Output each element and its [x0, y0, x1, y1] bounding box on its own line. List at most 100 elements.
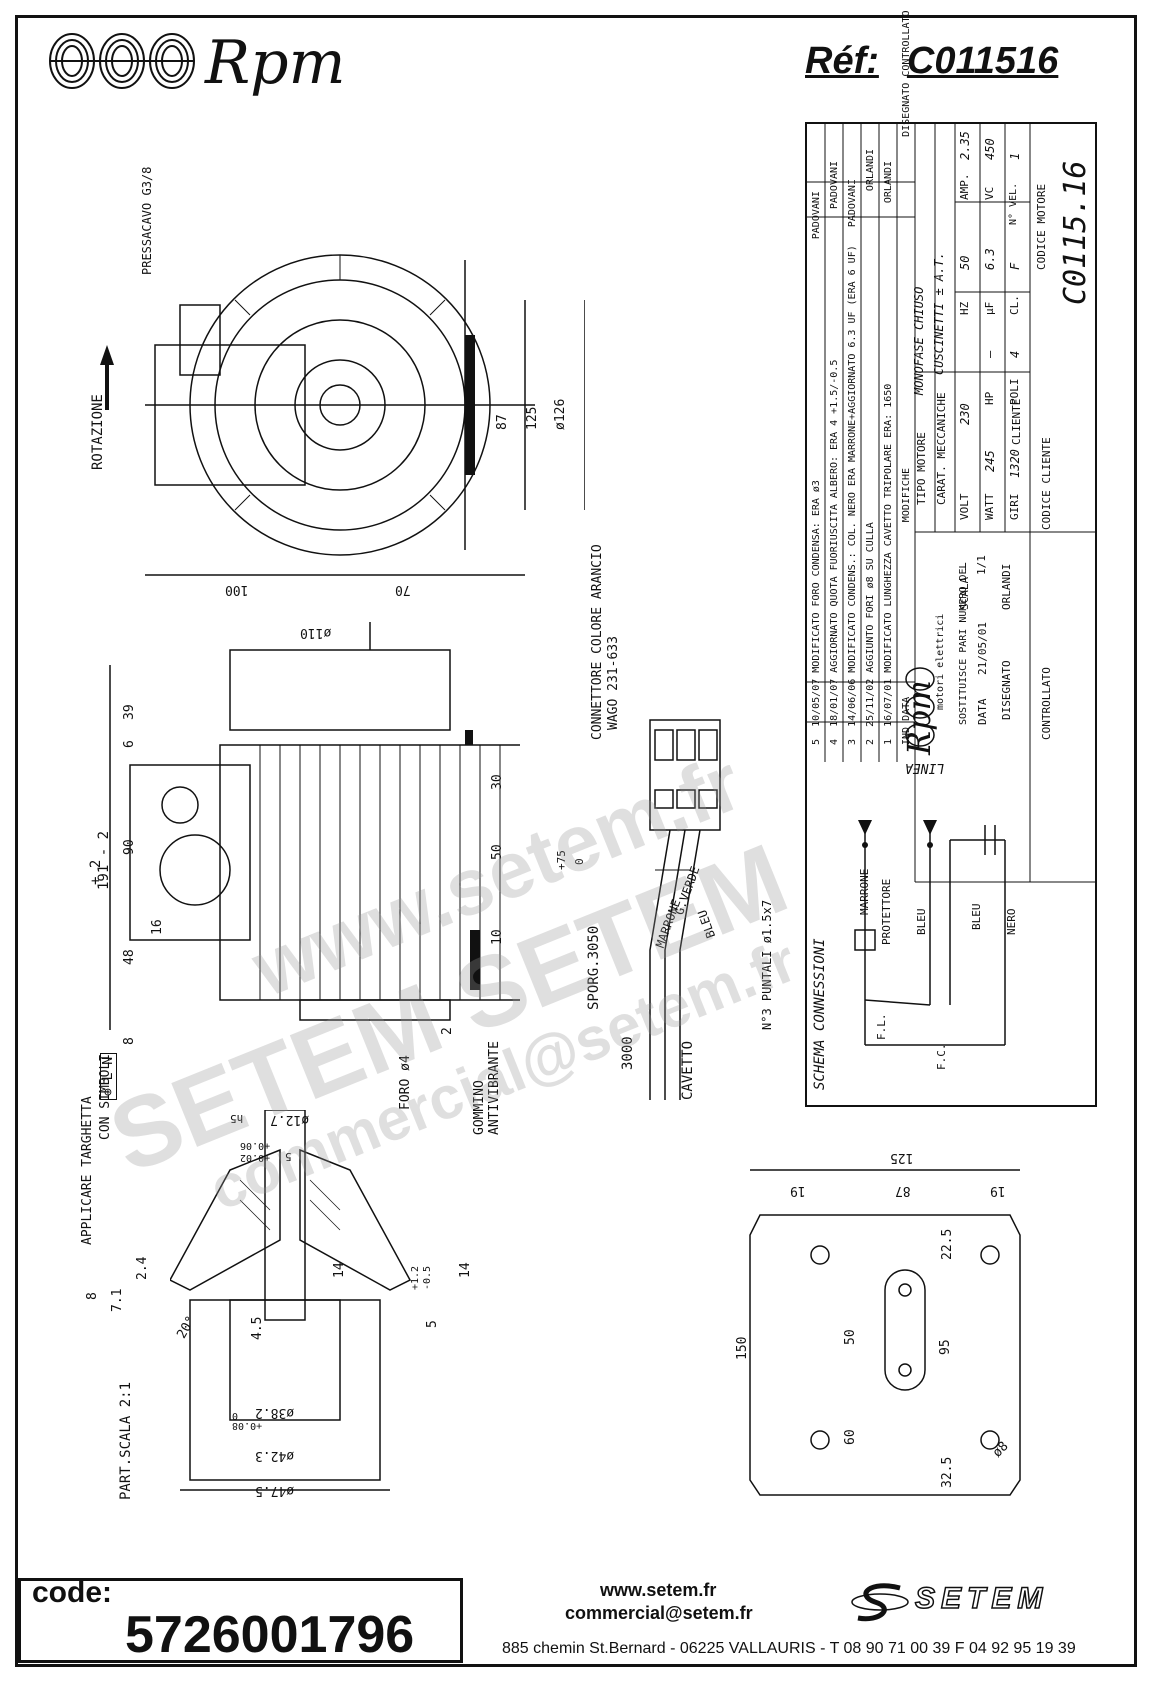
- motor-type-label: TIPO MOTORE: [915, 432, 928, 505]
- dim-8: 8: [122, 1037, 137, 1045]
- dim-4-5: 4.5: [250, 1316, 265, 1340]
- side-view-drawing: [109, 622, 520, 1030]
- rev-row: 5 10/05/07 MODIFICATO FORO CONDENSA: ERA…: [811, 191, 822, 745]
- vc-value: 450: [983, 138, 997, 160]
- ref-value: C011516: [906, 40, 1059, 82]
- rev-row: 2 25/11/02 AGGIUNTO FORI ø8 SU CULLA ORL…: [865, 148, 876, 745]
- cradle-dim-95: 95: [938, 1339, 953, 1355]
- cable-label: CAVETTO: [680, 1040, 696, 1100]
- speeds-value: 1: [1008, 152, 1022, 160]
- dim-42-3: ø42.3: [255, 1448, 295, 1463]
- dim-47-5: ø47.5: [255, 1483, 295, 1498]
- rev-row: 3 14/06/06 MODIFICATO CONDENS.: COL. NER…: [847, 179, 858, 745]
- scale-label: SCALA: [958, 576, 971, 610]
- detail-scale-label: PART.SCALA 2:1: [118, 1381, 134, 1500]
- class-label: CL.: [1008, 295, 1021, 315]
- tol-f: 0: [232, 1410, 239, 1421]
- cradle-dim-60: 60: [843, 1429, 858, 1445]
- tol-c: +1.2: [410, 1265, 421, 1290]
- dim-16: 16: [150, 919, 165, 935]
- code-box: [18, 1578, 463, 1663]
- cradle-dim-150: 150: [735, 1336, 750, 1360]
- overall-length: 191 - 2: [96, 830, 112, 890]
- vc-label: VC: [983, 186, 996, 200]
- dim-126: ø126: [553, 398, 568, 430]
- hz-value: 50: [958, 255, 972, 270]
- motor-code-value: C0115.16: [1058, 160, 1093, 306]
- drawn-by-value: ORLANDI: [1000, 563, 1013, 610]
- schema-blue-label-1: BLEU: [915, 908, 928, 936]
- checked-label: CONTROLLATO: [1040, 667, 1053, 740]
- dim-70: 70: [395, 582, 411, 597]
- volt-label: VOLT: [958, 493, 971, 521]
- code-value: 5726001796: [125, 1606, 415, 1664]
- fl-label: F.L.: [875, 1013, 888, 1041]
- cable-gland-label: PRESSACAVO G3/8: [140, 166, 154, 275]
- date-label: DATA: [976, 698, 989, 726]
- amp-value: 2.35: [958, 131, 972, 160]
- amp-label: AMP.: [958, 173, 971, 201]
- date-value: 21/05/01: [976, 622, 989, 675]
- cradle-dim-125: 125: [890, 1150, 914, 1165]
- footer-email[interactable]: commercial@setem.fr: [565, 1603, 753, 1623]
- title-block-grid: [805, 122, 1097, 883]
- title-block: [805, 122, 1097, 1107]
- reference: Réf:C011516: [805, 40, 1058, 83]
- mech-label: CARAT. MECCANICHE: [935, 392, 948, 505]
- rpm-label: GIRI: [1008, 493, 1021, 521]
- dim-14-b: 14: [458, 1262, 473, 1278]
- tol-d: -0.5: [422, 1265, 433, 1290]
- mech-value: CUSCINETTI ± A.T.: [932, 252, 946, 375]
- title-rpm-logo-icon: [905, 667, 935, 747]
- dim-100: 100: [225, 582, 249, 597]
- dim-110: ø110: [300, 625, 332, 640]
- dim-48: 48: [122, 949, 137, 965]
- dim-14-a: 14: [332, 1262, 347, 1278]
- cradle-dim-22-5: 22.5: [940, 1228, 955, 1260]
- hp-value: –: [983, 350, 997, 358]
- rev-row: 4 18/01/07 AGGIORNATO QUOTA FUORIUSCITA …: [829, 160, 840, 745]
- protector-label: PROTETTORE: [880, 878, 893, 945]
- setem-logo-icon: [851, 1583, 909, 1622]
- label-instruction: APPLICARE TARGHETTA: [80, 1096, 95, 1245]
- hz-label: HZ: [958, 301, 971, 315]
- speeds-label: N° VEL.: [1008, 182, 1019, 225]
- brand-logo-text: Rpm: [205, 28, 346, 98]
- tol-e: +0.08: [232, 1420, 263, 1431]
- connector-drawing: [649, 719, 721, 1100]
- schema-title: SCHEMA CONNESSIONI: [812, 938, 828, 1090]
- bearing-detail-drawing: [170, 1110, 412, 1491]
- cradle-dim-19-left: 19: [790, 1183, 806, 1198]
- dim-39: 39: [122, 704, 137, 720]
- dim-5-side: 5: [425, 1320, 440, 1328]
- motor-type-value: MONOFASE CHIUSO: [912, 286, 926, 395]
- client-label: CLIENTE: [1010, 398, 1023, 445]
- fc-label: F.C.: [935, 1043, 948, 1071]
- dim-2-4: 2.4: [135, 1256, 150, 1280]
- poles-value: 4: [1008, 350, 1022, 358]
- uf-label: µF: [983, 301, 996, 315]
- dim-90: 90: [122, 839, 137, 855]
- uf-value: 6.3: [983, 248, 997, 270]
- footer-address: 885 chemin St.Bernard - 06225 VALLAURIS …: [502, 1640, 1076, 1657]
- dim-7-1: 7.1: [110, 1288, 125, 1312]
- cradle-dim-87: 87: [895, 1183, 911, 1198]
- dim-8-detail: 8: [85, 1292, 100, 1300]
- schema-black-label: NERO: [1005, 908, 1018, 936]
- rpm-value: 1320: [1008, 449, 1022, 478]
- setem-brand: SETEM: [914, 1581, 1049, 1616]
- cradle-dim-32-5: 32.5: [940, 1456, 955, 1488]
- volt-value: 230: [958, 403, 972, 425]
- schema-blue-label-2: BLEU: [970, 903, 983, 931]
- drawn-by-label: DISEGNATO: [1000, 660, 1013, 720]
- rotation-label: ROTAZIONE: [90, 394, 106, 470]
- class-value: F: [1008, 262, 1022, 270]
- cradle-dim-50: 50: [843, 1329, 858, 1345]
- line-label: LINEA: [905, 760, 945, 775]
- hp-label: HP: [983, 391, 996, 405]
- watt-label: WATT: [983, 493, 996, 521]
- client-code-label: CODICE CLIENTE: [1040, 437, 1053, 530]
- schema-brown-label: MARRONE: [858, 868, 871, 915]
- dim-87: 87: [495, 414, 510, 430]
- footer-web[interactable]: www.setem.fr: [600, 1580, 717, 1600]
